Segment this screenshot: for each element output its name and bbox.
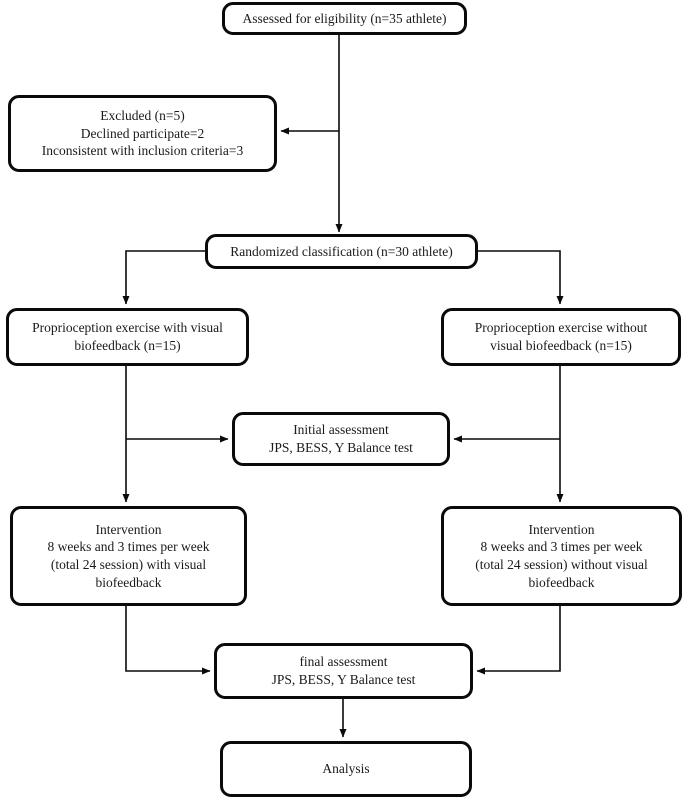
node-label: Intervention 8 weeks and 3 times per wee… [47, 521, 210, 590]
node-intervention-with-visual-biofeedback: Intervention 8 weeks and 3 times per wee… [10, 506, 247, 606]
node-randomized-classification: Randomized classification (n=30 athlete) [205, 234, 478, 269]
node-initial-assessment: Initial assessment JPS, BESS, Y Balance … [232, 412, 450, 466]
node-proprioception-without-visual-biofeedback: Proprioception exercise without visual b… [441, 308, 681, 366]
node-intervention-without-visual-biofeedback: Intervention 8 weeks and 3 times per wee… [441, 506, 682, 606]
node-label: Analysis [322, 761, 370, 777]
node-assessed-for-eligibility: Assessed for eligibility (n=35 athlete) [222, 2, 467, 35]
node-proprioception-with-visual-biofeedback: Proprioception exercise with visual biof… [6, 308, 249, 366]
node-label: Randomized classification (n=30 athlete) [230, 243, 453, 259]
node-label: Excluded (n=5) Declined participate=2 In… [41, 108, 244, 159]
node-label: Assessed for eligibility (n=35 athlete) [242, 10, 447, 26]
node-label: final assessment JPS, BESS, Y Balance te… [271, 654, 416, 687]
edge-intervention-without-to-final-assessment [476, 606, 561, 675]
edge-intervention-with-to-final-assessment [125, 606, 211, 675]
node-final-assessment: final assessment JPS, BESS, Y Balance te… [214, 643, 473, 699]
node-excluded: Excluded (n=5) Declined participate=2 In… [8, 95, 277, 172]
node-label: Intervention 8 weeks and 3 times per wee… [475, 521, 648, 590]
node-label: Proprioception exercise without visual b… [474, 320, 648, 353]
edge-randomized-to-group-without [478, 250, 564, 305]
node-label: Proprioception exercise with visual biof… [32, 320, 223, 353]
node-label: Initial assessment JPS, BESS, Y Balance … [269, 422, 413, 455]
node-analysis: Analysis [220, 741, 472, 797]
edge-randomized-to-group-with [122, 250, 205, 305]
